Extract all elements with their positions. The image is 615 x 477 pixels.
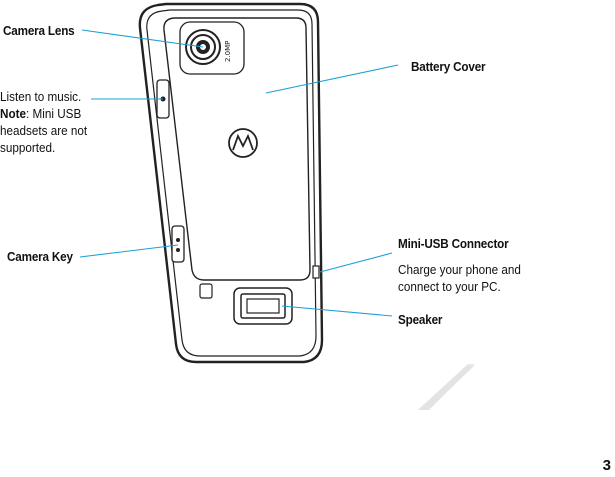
mini-usb-connector-label: Mini-USB Connector: [398, 236, 509, 251]
camera-key-label: Camera Key: [7, 249, 73, 264]
note-body: : Mini USB headsets are not supported.: [0, 106, 88, 155]
mini-usb-slot: [312, 265, 320, 279]
charge-description: Charge your phone and connect to your PC…: [398, 262, 521, 294]
listen-description: Listen to music. Note: Mini USB headsets…: [0, 88, 99, 156]
leader-camera-key: [79, 244, 179, 258]
page-number: 3: [602, 457, 611, 474]
camera-lens-label: Camera Lens: [3, 23, 75, 38]
motorola-logo-icon: [228, 128, 258, 158]
battery-cover-label: Battery Cover: [411, 59, 486, 74]
note-prefix: Note: [0, 106, 27, 121]
speaker-label: Speaker: [398, 312, 443, 327]
leader-camera-lens: [81, 29, 204, 48]
leader-battery-cover: [265, 64, 399, 94]
camera-key: [171, 225, 185, 263]
listen-main-text: Listen to music.: [0, 89, 82, 104]
leader-speaker: [281, 305, 393, 317]
leader-mini-usb: [319, 252, 393, 273]
svg-text:2.0MP: 2.0MP: [224, 41, 232, 62]
